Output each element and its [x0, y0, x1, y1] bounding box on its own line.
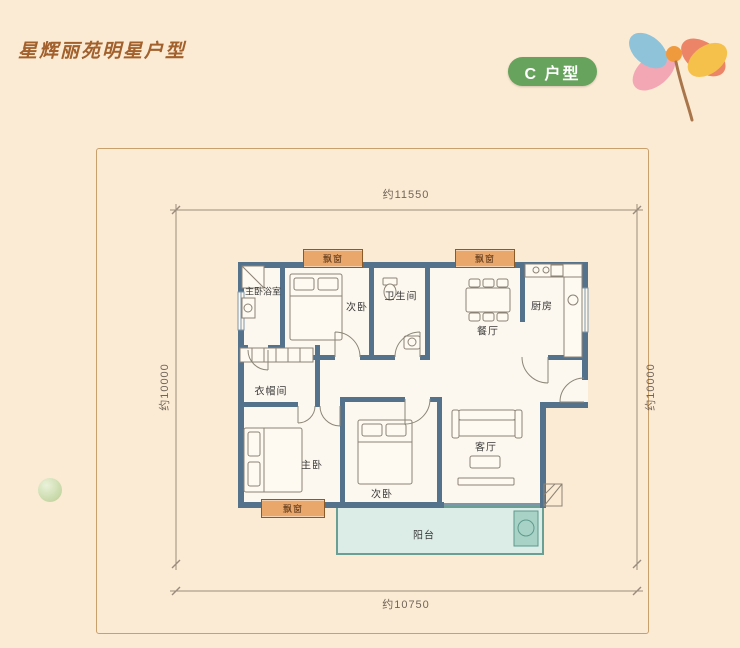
wall-segment: [280, 355, 335, 360]
wall-segment: [238, 402, 298, 407]
green-dot-decoration: [38, 478, 62, 502]
wall-segment: [280, 262, 285, 345]
wall-segment: [340, 402, 345, 508]
pinwheel-icon: [629, 32, 728, 122]
bay-window-top-right: 飘窗: [455, 249, 515, 268]
wall-segment: [238, 262, 588, 268]
dimension-left: 约10000: [159, 363, 171, 411]
wall-segment: [548, 355, 582, 360]
bay-window-bottom: 飘窗: [261, 499, 325, 518]
bay-window-top-left: 飘窗: [303, 249, 363, 268]
unit-type-badge: C 户型: [508, 57, 597, 86]
room-label-balcony: 阳台: [413, 530, 435, 542]
room-label-cloakroom: 衣帽间: [254, 386, 288, 398]
dimension-top: 约11550: [382, 189, 430, 201]
room-label-master-bedroom: 主卧: [301, 460, 323, 472]
wall-segment: [360, 355, 395, 360]
wall-segment: [238, 345, 248, 350]
wall-segment: [540, 402, 546, 508]
wall-segment: [315, 345, 320, 407]
floor-area-upper: [238, 262, 588, 408]
wall-segment: [425, 262, 430, 360]
balcony-area: [336, 506, 544, 555]
wall-segment: [238, 262, 244, 508]
room-label-master-bathroom: 主卧浴室: [244, 286, 282, 297]
plan-frame: [96, 148, 649, 634]
wall-segment: [430, 397, 440, 402]
wall-segment: [369, 262, 374, 360]
wall-segment: [268, 345, 285, 350]
wall-segment: [420, 355, 430, 360]
dimension-right: 约10000: [645, 363, 657, 411]
room-label-bedroom-second-bottom: 次卧: [371, 489, 393, 501]
balcony-sliding-door: [444, 503, 540, 506]
page-title: 星辉丽苑明星户型: [18, 41, 187, 62]
room-label-bedroom-second-top: 次卧: [346, 302, 368, 314]
room-label-bathroom: 卫生间: [384, 291, 418, 303]
wall-segment: [582, 262, 588, 380]
room-label-living-room: 客厅: [475, 442, 497, 454]
dimension-bottom: 约10750: [382, 599, 430, 611]
wall-segment: [540, 402, 588, 408]
wall-segment: [520, 262, 525, 322]
room-label-dining-room: 餐厅: [477, 326, 499, 338]
wall-segment: [340, 397, 405, 402]
wall-segment: [437, 397, 442, 508]
room-label-kitchen: 厨房: [531, 301, 553, 313]
